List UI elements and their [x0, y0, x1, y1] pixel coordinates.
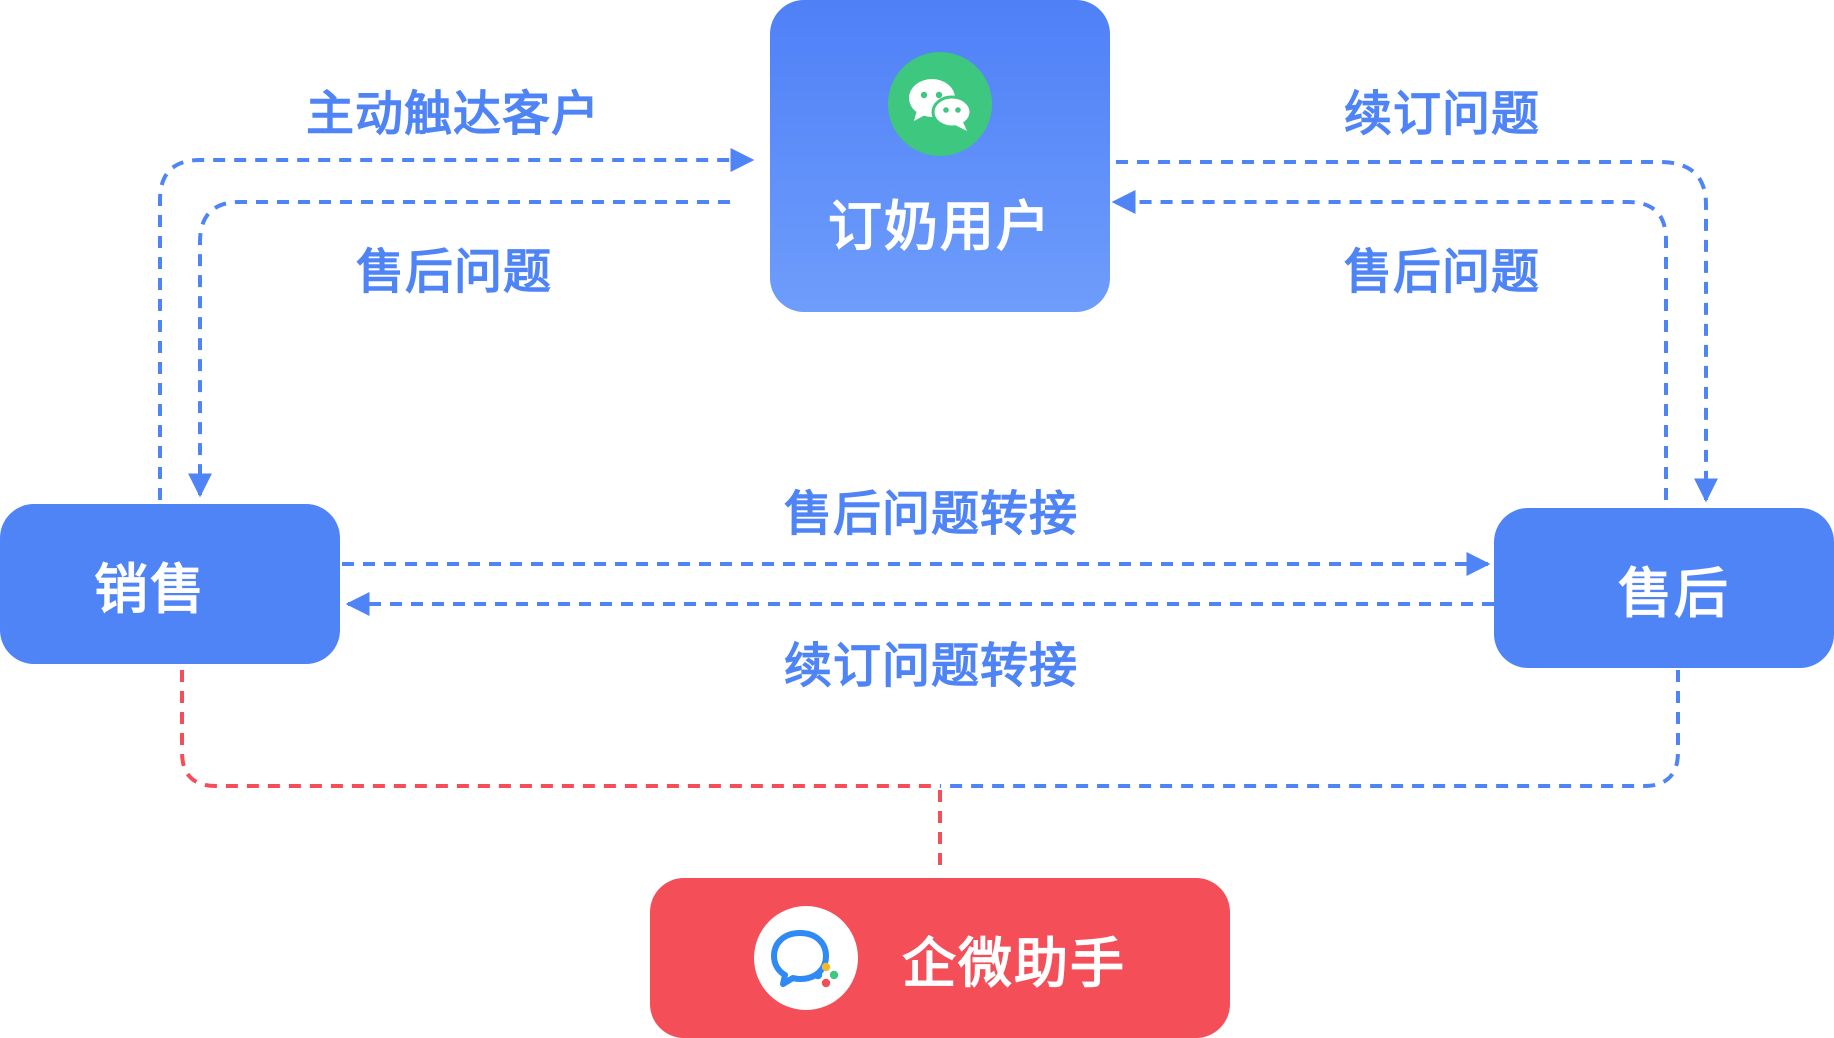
edge-aftersales-to-user	[1116, 160, 1718, 503]
node-assistant-label: 企微助手	[902, 931, 1126, 995]
node-assistant: 企微助手	[650, 878, 1230, 1038]
edge-label-aftersales-to-user: 续订问题	[1344, 86, 1541, 142]
wechat-icon	[888, 51, 992, 156]
edge-label-sales-to-aftersales: 售后问题转接	[784, 486, 1079, 542]
edge-label-user-to-sales: 售后问题	[356, 244, 553, 300]
link-aftersales-to-assistant	[940, 670, 1680, 788]
node-sales: 销售	[0, 504, 340, 664]
wecom-icon	[754, 906, 858, 1010]
node-aftersales: 售后	[1494, 508, 1834, 668]
node-user-label: 订奶用户	[828, 194, 1052, 258]
edge-user-to-aftersales	[1111, 190, 1668, 500]
edge-label-aftersales-to-sales: 续订问题转接	[784, 638, 1079, 694]
edge-label-sales-to-user: 主动触达客户	[306, 86, 601, 142]
node-sales-label: 销售	[94, 557, 206, 621]
edge-user-to-sales	[188, 200, 730, 498]
edge-label-user-to-aftersales: 售后问题	[1344, 244, 1541, 300]
link-sales-to-assistant	[180, 670, 940, 788]
node-user: 订奶用户	[770, 0, 1110, 312]
node-aftersales-label: 售后	[1618, 561, 1730, 625]
edge-sales-to-user	[158, 148, 755, 500]
